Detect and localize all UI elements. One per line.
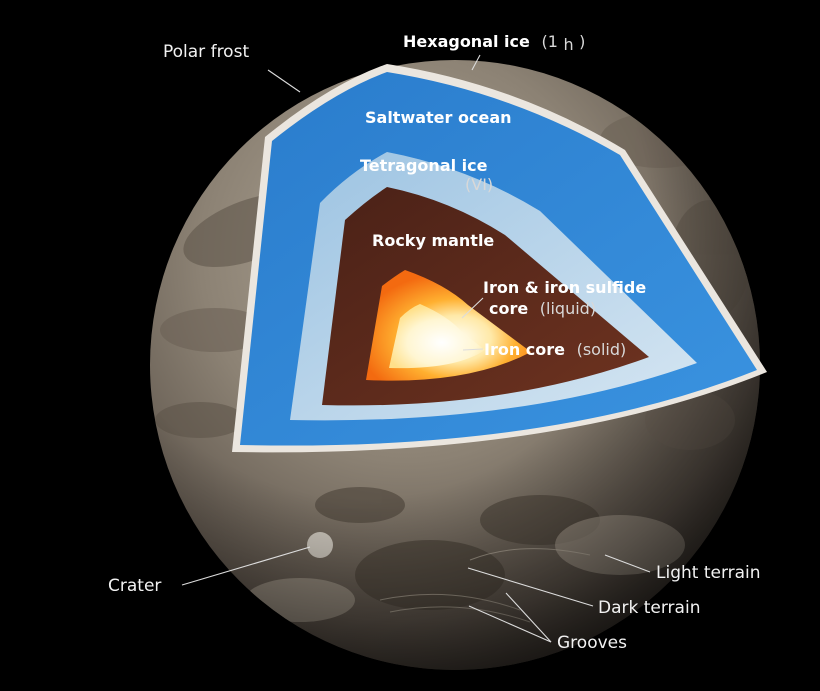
label-hexagonal-ice: Hexagonal ice (1 h ): [403, 32, 585, 54]
leader-light-terrain: [604, 554, 651, 573]
label-rocky-mantle: Rocky mantle: [372, 231, 494, 250]
leader-grooves-2: [505, 592, 552, 643]
leader-polar-frost: [267, 69, 301, 93]
label-iron-sulfide-core-line1: Iron & iron sulfide: [483, 278, 646, 297]
inner-core-layer: [389, 304, 485, 369]
leader-iron-sulfide-core: [461, 297, 484, 319]
leader-dark-terrain: [467, 567, 594, 607]
label-hexagonal-ice-sub: h: [563, 35, 573, 54]
labels: Polar frost Hexagonal ice (1 h ) Saltwat…: [108, 32, 761, 653]
label-iron-core-state: (solid): [577, 340, 627, 359]
interior-cutaway: [232, 64, 767, 453]
label-dark-terrain: Dark terrain: [598, 598, 700, 618]
label-hexagonal-ice-phase: (1: [541, 32, 557, 51]
leader-lines: [181, 54, 651, 643]
label-hexagonal-ice-name: Hexagonal ice: [403, 32, 530, 51]
label-polar-frost: Polar frost: [163, 42, 249, 62]
leader-grooves-1: [468, 605, 552, 643]
label-saltwater-ocean: Saltwater ocean: [365, 108, 512, 127]
label-grooves: Grooves: [557, 633, 627, 653]
label-hexagonal-ice-close: ): [579, 32, 585, 51]
label-core-word: core: [489, 299, 528, 318]
leader-hexagonal-ice: [471, 54, 481, 71]
leader-crater: [181, 546, 311, 586]
label-iron-core-name: Iron core: [484, 340, 565, 359]
label-iron-sulfide-core-line2: core (liquid): [489, 299, 596, 318]
leader-iron-core: [462, 348, 484, 351]
label-tetragonal-ice: Tetragonal ice: [360, 156, 488, 175]
label-tetragonal-ice-phase: (VI): [465, 175, 493, 194]
label-core-state: (liquid): [540, 299, 596, 318]
label-light-terrain: Light terrain: [656, 563, 761, 583]
label-crater: Crater: [108, 576, 161, 596]
label-iron-core: Iron core (solid): [484, 340, 626, 359]
